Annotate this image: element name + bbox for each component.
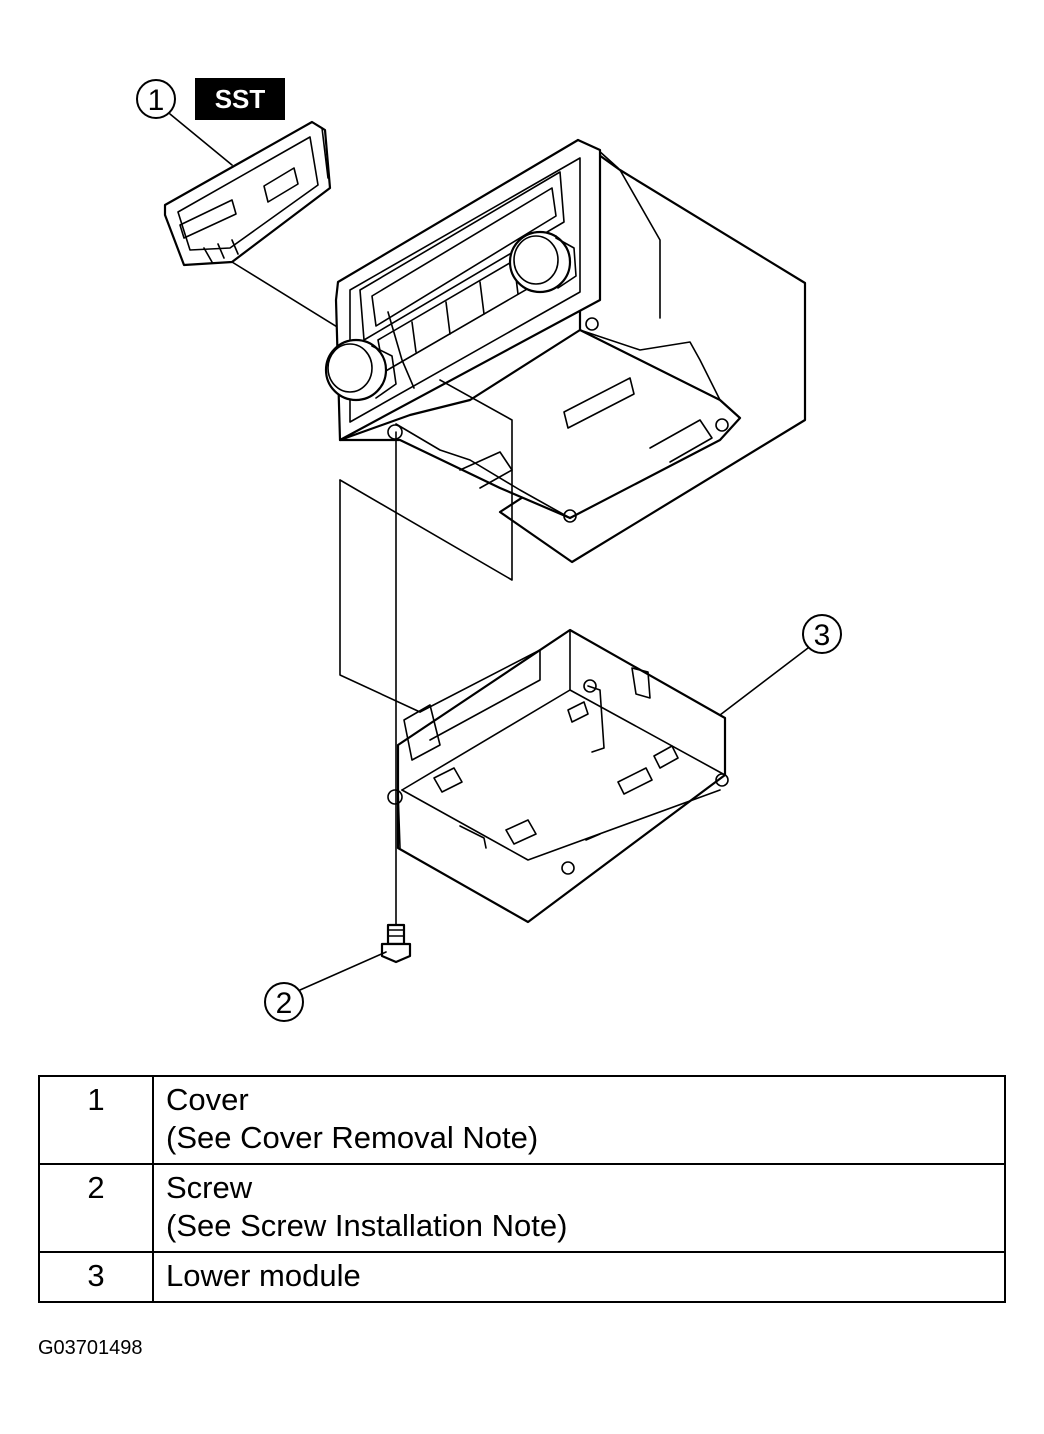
part-label: Lower module [166, 1258, 361, 1293]
sst-badge: SST [195, 78, 285, 120]
part-number: 1 [38, 1075, 154, 1165]
figure-id: G03701498 [38, 1337, 143, 1359]
sst-label: SST [215, 84, 266, 114]
callout-2-label: 2 [276, 987, 293, 1020]
alignment-lines [339, 379, 513, 926]
callout-1-label: 1 [148, 84, 165, 117]
callout-2: 2 [264, 951, 387, 1022]
table-row: 1 Cover (See Cover Removal Note) [38, 1075, 1006, 1165]
callout-1: 1 [136, 79, 233, 166]
part-number: 2 [38, 1163, 154, 1253]
upper-unit [324, 138, 807, 564]
part-note: (See Screw Installation Note) [166, 1208, 568, 1243]
part-note: (See Cover Removal Note) [166, 1120, 539, 1155]
part-description: Lower module [152, 1251, 1006, 1303]
part-number: 3 [38, 1251, 154, 1303]
lower-module [387, 628, 729, 924]
exploded-diagram: SST 1 [136, 78, 842, 1022]
part-label: Screw [166, 1170, 253, 1205]
table-row: 3 Lower module [38, 1251, 1006, 1303]
part-label: Cover [166, 1082, 249, 1117]
table-row: 2 Screw (See Screw Installation Note) [38, 1163, 1006, 1253]
part-description: Screw (See Screw Installation Note) [152, 1163, 1006, 1253]
callout-3-label: 3 [814, 619, 831, 652]
callout-3: 3 [719, 614, 842, 716]
cover-part [163, 120, 332, 267]
part-description: Cover (See Cover Removal Note) [152, 1075, 1006, 1165]
screw-part [380, 923, 412, 964]
parts-legend-table: 1 Cover (See Cover Removal Note) 2 Screw… [38, 1075, 1006, 1303]
